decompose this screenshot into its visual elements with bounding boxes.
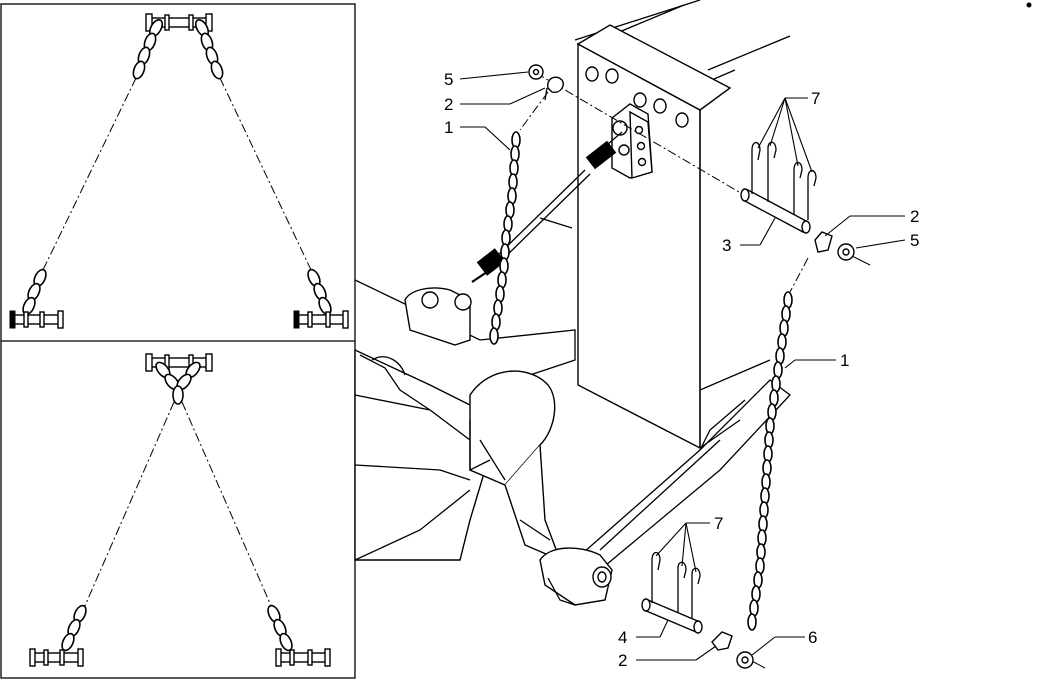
inset-bottom-bottom-right-pin-icon xyxy=(275,648,331,667)
right-check-chain-icon xyxy=(747,291,793,631)
block-holes-icon xyxy=(585,66,689,128)
inset-top-bottom-left-pin-icon xyxy=(9,310,64,329)
callout-2-right: 2 xyxy=(910,207,919,226)
top-left-retainer-icon xyxy=(528,64,564,101)
top-link-turnbuckle xyxy=(404,131,623,346)
callout-7-bottom: 7 xyxy=(714,514,723,533)
callout-1-right: 1 xyxy=(840,351,849,370)
inset-bottom-left-chain-icon xyxy=(61,604,87,652)
callout-6: 6 xyxy=(808,628,817,647)
callout-5-top: 5 xyxy=(444,70,453,89)
callout-2-bottom: 2 xyxy=(618,651,627,670)
upper-right-retainer-icon xyxy=(814,231,855,261)
callout-7-top: 7 xyxy=(811,89,820,108)
lower-pin xyxy=(641,598,703,634)
inset-top-bottom-right-pin-icon xyxy=(293,310,349,329)
callout-2-top: 2 xyxy=(444,95,453,114)
mounting-bracket xyxy=(611,103,653,179)
inset-bottom-bottom-left-pin-icon xyxy=(29,648,84,667)
registration-dot xyxy=(1026,2,1032,8)
inset-bottom-right-chain-icon xyxy=(267,604,293,652)
inset-top-left-chain-icon xyxy=(22,19,164,316)
inset-top-right-chain-icon xyxy=(194,19,332,316)
inset-panels xyxy=(0,3,356,679)
callout-5-right: 5 xyxy=(910,231,919,250)
inset-bottom-top-pin-icon xyxy=(145,353,213,372)
callout-3: 3 xyxy=(722,236,731,255)
lower-pivot-knuckle xyxy=(539,547,613,606)
upper-left-check-chain-icon xyxy=(489,131,521,345)
callout-1-top: 1 xyxy=(444,118,453,137)
turnbuckle-thread-right-icon xyxy=(585,140,617,170)
lower-retainer-icon xyxy=(711,631,754,669)
upper-pin xyxy=(740,188,811,234)
inset-bottom-chain-x-configuration xyxy=(29,353,331,667)
tractor-body-block xyxy=(576,24,732,450)
inset-top-chain-a-configuration xyxy=(9,13,349,329)
main-assembly-drawing xyxy=(354,0,1032,669)
callout-labels: 5 2 1 7 2 3 5 1 7 4 6 2 xyxy=(444,70,919,670)
callout-leaders xyxy=(459,71,906,661)
lower-link-arm xyxy=(354,279,576,562)
callout-4: 4 xyxy=(618,628,627,647)
inset-bottom-cross-links-icon xyxy=(155,361,201,405)
